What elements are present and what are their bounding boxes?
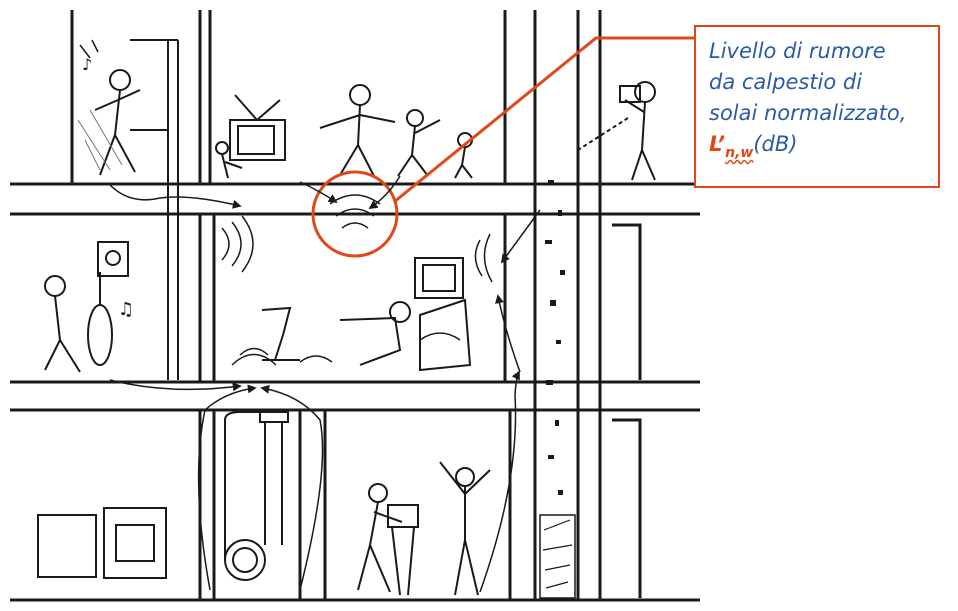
right-block: [600, 10, 700, 600]
falling-debris: [540, 180, 575, 598]
shower-person: ♪: [78, 40, 140, 175]
callout-line-1: Livello di rumore: [709, 36, 938, 67]
reading-man: [262, 258, 470, 370]
callout-subscript: n,w: [725, 145, 753, 161]
callout-line-2: da calpestio di: [709, 67, 938, 98]
woman-dumping-trash: [578, 82, 655, 180]
television: [230, 95, 285, 160]
washing-machines: [38, 508, 166, 578]
building-structure: [10, 10, 700, 600]
callout-symbol: L’: [709, 132, 725, 156]
elevator-pulley: [225, 412, 288, 580]
callout-box: Livello di rumore da calpestio di solai …: [694, 25, 940, 188]
running-family: [216, 85, 472, 178]
callout-line-3: solai normalizzato,: [709, 98, 938, 129]
wall-3: [210, 10, 214, 382]
svg-text:♫: ♫: [118, 299, 134, 320]
cello-player: ♫: [45, 242, 134, 372]
svg-text:♪: ♪: [82, 55, 92, 74]
callout-unit: (dB): [753, 132, 797, 156]
workers: [358, 462, 490, 595]
floor-slab-top: [10, 184, 600, 214]
callout-line-4: L’n,w(dB): [709, 129, 938, 169]
